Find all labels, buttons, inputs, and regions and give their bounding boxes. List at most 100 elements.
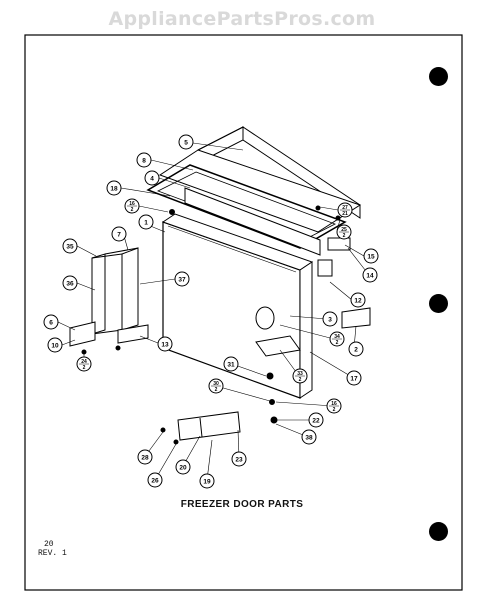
callout-26: 26 <box>147 472 163 488</box>
svg-text:16: 16 <box>331 401 337 407</box>
svg-text:10: 10 <box>51 342 59 349</box>
callout-3: 3 <box>322 311 338 327</box>
svg-text:7: 7 <box>117 231 121 238</box>
svg-text:3: 3 <box>328 316 332 323</box>
svg-text:21: 21 <box>342 211 348 217</box>
svg-text:16: 16 <box>129 201 135 207</box>
callout-20: 20 <box>175 459 191 475</box>
callout-13: 13 <box>157 336 173 352</box>
svg-text:17: 17 <box>350 375 358 382</box>
svg-text:22: 22 <box>312 417 320 424</box>
page-footer: 20 REV. 1 <box>38 540 67 558</box>
svg-text:2: 2 <box>131 207 134 213</box>
svg-text:1: 1 <box>144 219 148 226</box>
svg-text:2: 2 <box>215 387 218 393</box>
watermark-text: AppliancePartsPros.com <box>108 8 376 30</box>
bottom-hinge-assembly <box>177 411 241 441</box>
handle-bar-left <box>91 253 106 335</box>
callout-15: 15 <box>363 248 379 264</box>
svg-text:2: 2 <box>333 407 336 413</box>
svg-text:5: 5 <box>184 139 188 146</box>
svg-text:8: 8 <box>142 157 146 164</box>
callout-33: 332 <box>292 368 308 384</box>
svg-text:30: 30 <box>213 381 219 387</box>
svg-text:26: 26 <box>151 477 159 484</box>
lower-bracket <box>117 324 149 344</box>
svg-text:35: 35 <box>66 243 74 250</box>
svg-text:31: 31 <box>227 361 235 368</box>
svg-text:2: 2 <box>343 233 346 239</box>
svg-text:25: 25 <box>341 227 347 233</box>
handle-knob <box>255 306 275 330</box>
svg-text:37: 37 <box>178 276 186 283</box>
callout-16-upper: 162 <box>124 198 140 214</box>
door-gasket <box>146 164 347 249</box>
callout-6: 6 <box>43 314 59 330</box>
callout-28: 28 <box>137 449 153 465</box>
callout-37: 37 <box>174 271 190 287</box>
diagram-title: FREEZER DOOR PARTS <box>180 499 304 510</box>
callout-25: 252 <box>336 224 352 240</box>
binder-hole-bottom <box>429 522 448 541</box>
callout-17: 17 <box>346 370 362 386</box>
svg-text:28: 28 <box>141 454 149 461</box>
callout-34: 342 <box>329 331 345 347</box>
binder-hole-top <box>429 67 448 86</box>
door-outer-panel <box>162 221 301 399</box>
callout-22: 22 <box>308 412 324 428</box>
callout-38: 38 <box>301 429 317 445</box>
callout-7: 7 <box>111 226 127 242</box>
svg-text:14: 14 <box>366 272 374 279</box>
svg-text:2: 2 <box>299 377 302 383</box>
callout-19: 19 <box>199 473 215 489</box>
svg-text:36: 36 <box>66 280 74 287</box>
callout-16-lower: 162 <box>326 398 342 414</box>
svg-text:4: 4 <box>150 175 154 182</box>
svg-text:15: 15 <box>367 253 375 260</box>
callout-8: 8 <box>136 152 152 168</box>
callout-14: 14 <box>362 267 378 283</box>
svg-text:18: 18 <box>110 185 118 192</box>
svg-text:12: 12 <box>354 297 362 304</box>
callout-35: 35 <box>62 238 78 254</box>
svg-text:27: 27 <box>342 205 348 211</box>
callout-23: 23 <box>231 451 247 467</box>
inner-liner <box>184 187 321 256</box>
callout-5: 5 <box>178 134 194 150</box>
callout-group: 5 8 4 18 162 1 35 7 37 36 6 10 242 13 27… <box>43 134 379 489</box>
callout-31: 31 <box>223 356 239 372</box>
svg-text:6: 6 <box>49 319 53 326</box>
svg-text:34: 34 <box>334 334 340 340</box>
svg-text:23: 23 <box>235 456 243 463</box>
svg-text:33: 33 <box>297 371 303 377</box>
callout-36: 36 <box>62 275 78 291</box>
callout-1: 1 <box>138 214 154 230</box>
callout-18: 18 <box>106 180 122 196</box>
svg-text:20: 20 <box>179 464 187 471</box>
callout-2: 2 <box>348 341 364 357</box>
callout-10: 10 <box>47 337 63 353</box>
callout-30: 302 <box>208 378 224 394</box>
svg-text:2: 2 <box>336 340 339 346</box>
svg-text:2: 2 <box>83 365 86 371</box>
svg-text:13: 13 <box>161 341 169 348</box>
callout-12: 12 <box>350 292 366 308</box>
hinge-bracket-left <box>69 321 96 347</box>
binder-hole-middle <box>429 294 448 313</box>
callout-4: 4 <box>144 170 160 186</box>
revision-label: REV. 1 <box>38 549 67 558</box>
svg-text:2: 2 <box>354 346 358 353</box>
hinge-plate <box>255 335 301 357</box>
hinge-top <box>327 237 351 251</box>
hinge-right <box>341 307 371 329</box>
svg-text:19: 19 <box>203 478 211 485</box>
handle-bar-right <box>121 247 139 331</box>
page-number: 20 <box>44 540 54 549</box>
page-border <box>24 34 463 591</box>
svg-text:24: 24 <box>81 359 87 365</box>
svg-text:38: 38 <box>305 434 313 441</box>
callout-24: 242 <box>76 356 92 372</box>
